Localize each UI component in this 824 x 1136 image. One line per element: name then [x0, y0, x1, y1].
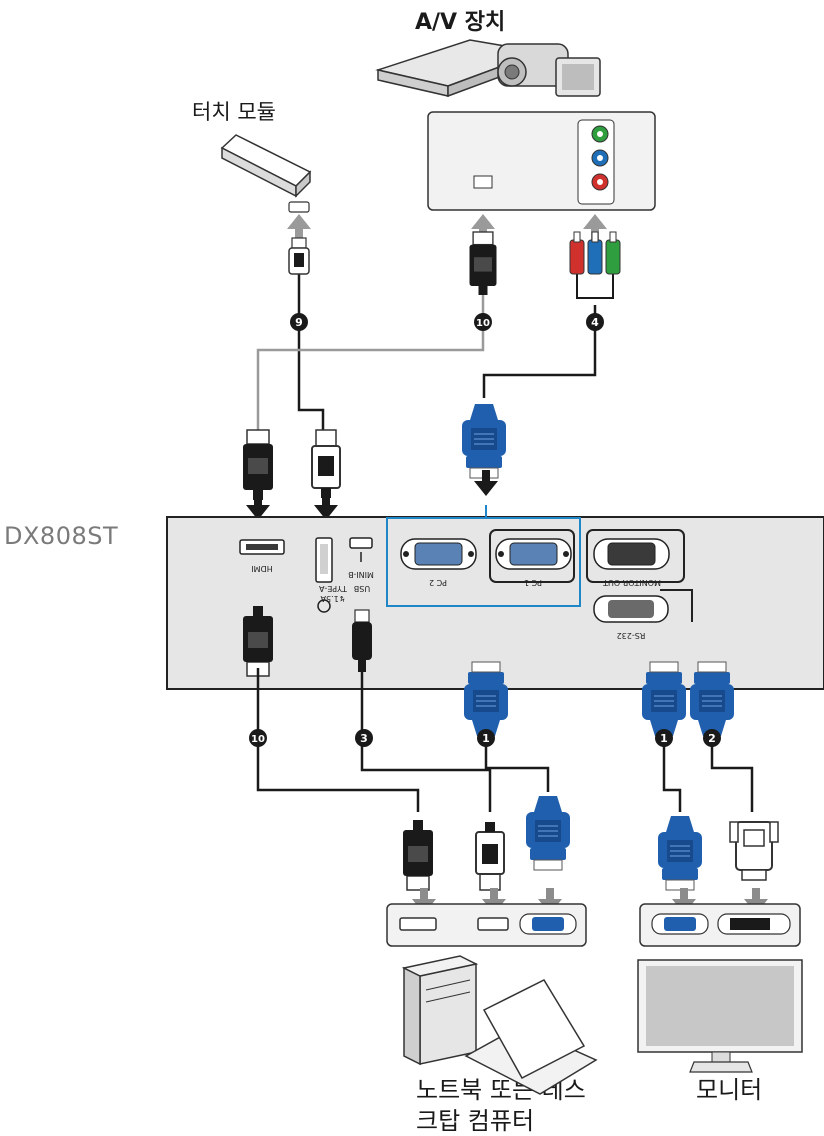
hdmi-plug-top	[468, 231, 498, 296]
vga-plug-monitor-lower	[641, 661, 687, 737]
marker-label-9: 9	[295, 316, 303, 329]
top-markers	[290, 313, 604, 331]
usb-plug-computer	[475, 821, 505, 891]
touch-module-label: 터치 모듈	[192, 100, 276, 124]
usb-mini-plug-lower	[352, 609, 372, 672]
marker-9	[290, 313, 308, 331]
hdmi-plug-lower	[242, 605, 274, 677]
monitor-port-panel	[639, 903, 801, 947]
vga-plug-computer	[525, 795, 571, 871]
projector-model-label: DX808ST	[4, 522, 119, 550]
port-label-hdmi: HDMI	[251, 564, 272, 573]
marker-label-10-top: 10	[476, 318, 490, 329]
port-label-mini-b: MINI-B	[348, 570, 374, 579]
marker-label-4: 4	[591, 316, 599, 329]
monitor-illustration	[637, 959, 803, 1073]
computer-label-line2: 크탑 컴퓨터	[416, 1107, 535, 1135]
lower-markers	[249, 729, 721, 747]
marker-label-1-monitor: 1	[660, 732, 668, 745]
hdmi-plug-computer	[402, 819, 434, 891]
av-device-illustration	[375, 39, 601, 98]
marker-label-2: 2	[708, 732, 716, 745]
vga-plug-upper	[461, 403, 507, 479]
pc-ports-highlight	[386, 517, 581, 607]
vga-plug-monitor	[657, 815, 703, 891]
port-label-usb: USB	[354, 584, 370, 593]
port-label-usb-power: ↯1.5A	[320, 594, 345, 603]
port-label-type-a: TYPE-A	[319, 584, 348, 593]
computer-port-panel	[386, 903, 587, 947]
monitor-label: 모니터	[696, 1076, 763, 1104]
marker-10-top	[474, 313, 492, 331]
port-label-pc1: PC 1	[524, 578, 542, 587]
vga-plug-monitor2-lower	[689, 661, 735, 737]
av-output-panel	[427, 111, 656, 211]
port-label-rs232: RS-232	[617, 631, 646, 640]
micro-usb-plug	[288, 237, 310, 275]
marker-label-10-bottom: 10	[251, 734, 265, 745]
marker-label-1-pc: 1	[482, 732, 490, 745]
av-device-label: A/V 장치	[415, 10, 506, 35]
top-arrows	[287, 214, 607, 240]
computer-illustration	[401, 955, 598, 1095]
port-label-monitor-out: MONITOR OUT	[603, 578, 661, 587]
vga-plug-pc1-lower	[463, 661, 509, 737]
dvi-plug-monitor	[729, 821, 779, 881]
hdmi-plug-upper	[242, 429, 274, 501]
touch-module-illustration	[220, 134, 312, 213]
port-label-pc2: PC 2	[429, 578, 447, 587]
top-cables	[256, 272, 597, 436]
usb-plug-upper	[311, 429, 341, 499]
marker-label-3: 3	[360, 732, 368, 745]
marker-4	[586, 313, 604, 331]
projector-rear-panel	[166, 505, 824, 690]
rca-plugs	[569, 231, 621, 299]
